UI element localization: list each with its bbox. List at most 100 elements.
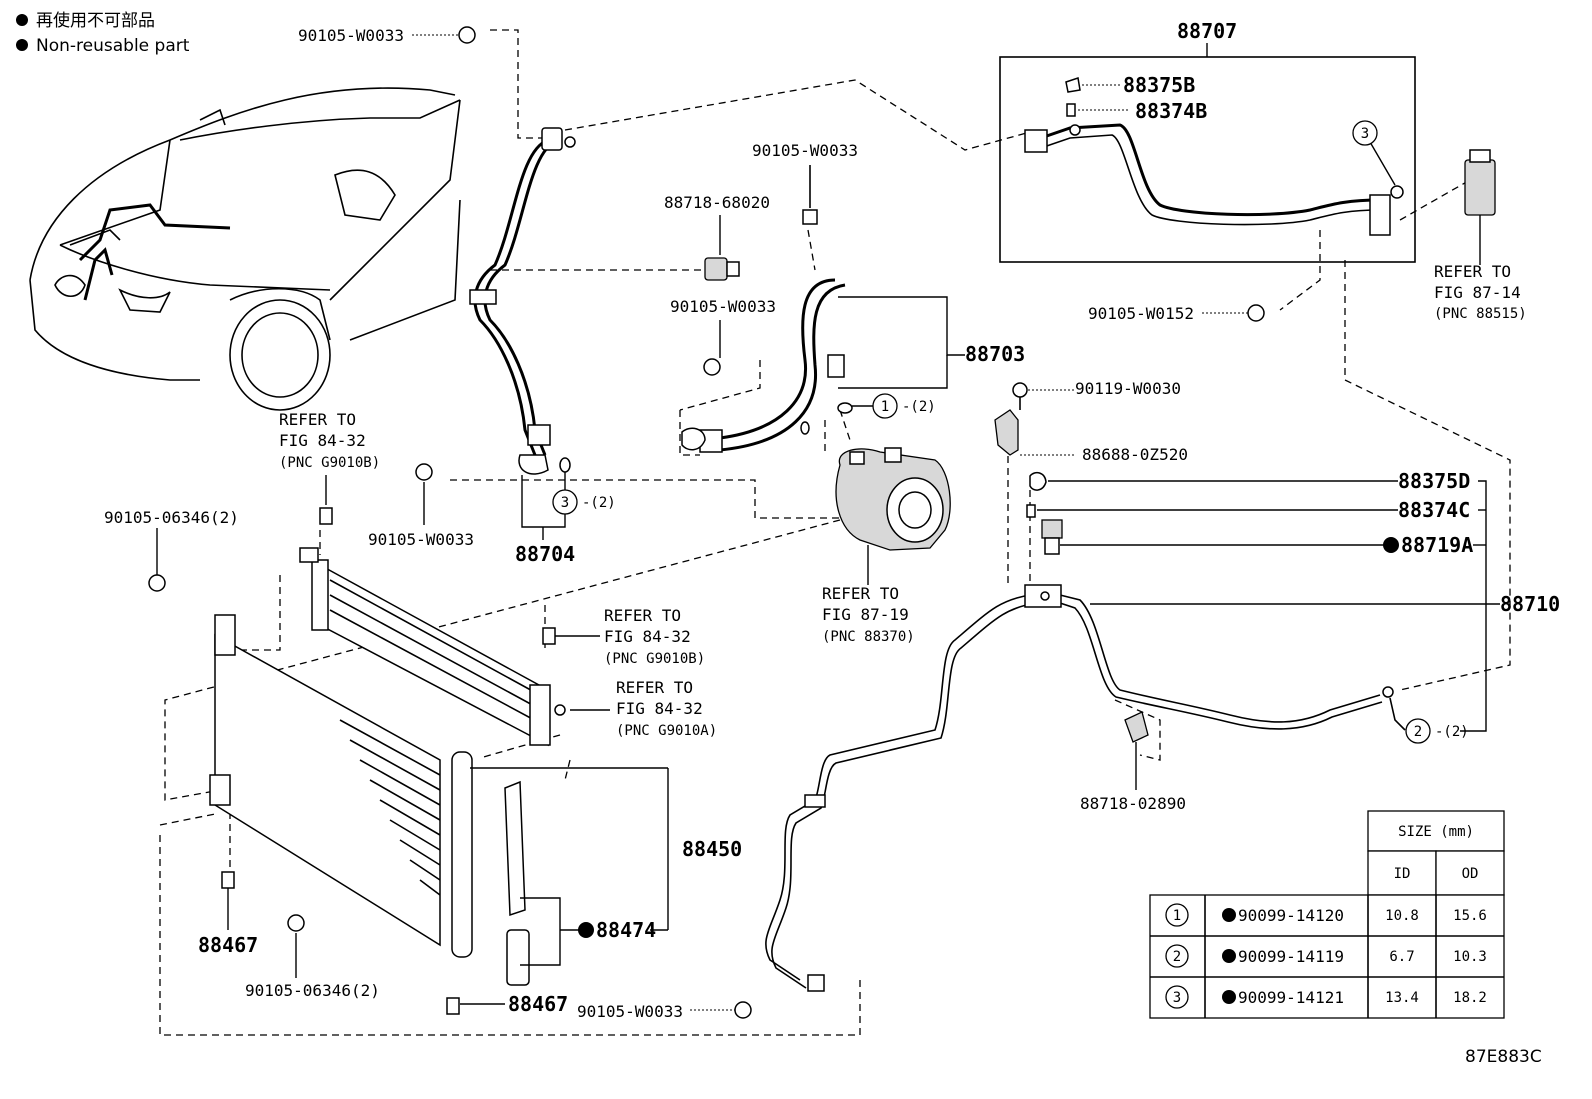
non-reusable-bullet-icon (578, 922, 594, 938)
bolt-icon (148, 574, 166, 592)
o-ring-marker-1-text: 1 (881, 399, 889, 415)
size-row-od: 10.3 (1453, 949, 1487, 965)
compressor (835, 447, 951, 585)
size-row-part-number: 90099-14121 (1238, 988, 1344, 1007)
part-number-88688-0z520: 88688-0Z520 (1082, 445, 1188, 464)
size-table-row: 1 90099-14120 10.8 15.6 (1165, 903, 1487, 927)
part-number-90105-w0033: 90105-W0033 (298, 26, 404, 45)
refer-note-line: (PNC 88515) (1434, 306, 1527, 322)
part-88718-68020-icon (704, 215, 740, 281)
o-ring-marker-3-text: 3 (561, 495, 569, 511)
refer-notes: REFER TO FIG 84-32 (PNC G9010B) REFER TO… (279, 262, 1527, 739)
o-ring-marker-2 (1405, 718, 1431, 744)
non-reusable-bullet-icon (1222, 949, 1236, 963)
part-labels: 88707 88375B 88374B 90105-W0033 90105-W0… (104, 19, 1560, 1021)
bolt-icon (1247, 304, 1265, 322)
part-number-90105-w0033: 90105-W0033 (368, 530, 474, 549)
non-reusable-bullet-icon (16, 39, 28, 51)
refer-note-line: REFER TO (616, 678, 693, 697)
part-number-88704: 88704 (515, 542, 575, 566)
size-row-od: 18.2 (1453, 990, 1487, 1006)
size-table-col-od: OD (1462, 866, 1479, 882)
right-column-parts (1026, 471, 1500, 732)
non-reusable-bullet-icon (1222, 990, 1236, 1004)
part-number-88718-02890: 88718-02890 (1080, 794, 1186, 813)
part-number-88703: 88703 (965, 342, 1025, 366)
bolt-icon (287, 914, 305, 932)
clip-icon (319, 507, 333, 525)
size-row-id: 13.4 (1385, 990, 1419, 1006)
refer-note-line: REFER TO (822, 584, 899, 603)
size-row-number: 2 (1173, 949, 1181, 965)
part-number-88718-68020: 88718-68020 (664, 193, 770, 212)
part-number-88710: 88710 (1500, 592, 1560, 616)
refer-note-line: FIG 87-14 (1434, 283, 1521, 302)
part-number-90105-w0033: 90105-W0033 (670, 297, 776, 316)
refer-note-line: (PNC G9010A) (616, 723, 717, 739)
part-number-90105-06346: 90105-06346(2) (104, 508, 239, 527)
o-ring-qty: -(2) (1435, 724, 1469, 740)
refer-note-line: FIG 84-32 (279, 431, 366, 450)
refer-note-line: (PNC 88370) (822, 629, 915, 645)
clip-icon (542, 627, 556, 645)
refer-note-line: FIG 84-32 (604, 627, 691, 646)
part-number-88707: 88707 (1177, 19, 1237, 43)
o-ring-marker-3-top-text: 3 (1361, 126, 1369, 142)
tube-88710 (765, 584, 1406, 992)
part-number-90105-w0033: 90105-W0033 (752, 141, 858, 160)
size-table-title: SIZE (mm) (1398, 824, 1474, 840)
refer-note-line: (PNC G9010B) (279, 455, 380, 471)
o-ring-qty: -(2) (902, 399, 936, 415)
part-number-90105-06346: 90105-06346(2) (245, 981, 380, 1000)
clip-icon (221, 871, 235, 889)
size-table-row: 2 90099-14119 6.7 10.3 (1165, 944, 1487, 968)
non-reusable-bullet-icon (16, 14, 28, 26)
expansion-valve (1464, 149, 1496, 265)
part-number-88719a: 88719A (1401, 533, 1473, 557)
figure-code: 87E883C (1465, 1047, 1542, 1067)
size-row-od: 15.6 (1453, 908, 1487, 924)
size-row-part-number: 90099-14120 (1238, 906, 1344, 925)
size-table-row: 3 90099-14121 13.4 18.2 (1165, 985, 1487, 1009)
part-number-88467: 88467 (508, 992, 568, 1016)
refer-note-line: FIG 84-32 (616, 699, 703, 718)
o-ring-qty: -(2) (582, 495, 616, 511)
size-row-part-number: 90099-14119 (1238, 947, 1344, 966)
part-number-88374c: 88374C (1398, 498, 1470, 522)
legend-english: Non-reusable part (36, 36, 190, 56)
part-number-88375b: 88375B (1123, 73, 1195, 97)
refer-note-line: (PNC G9010B) (604, 651, 705, 667)
size-row-id: 10.8 (1385, 908, 1419, 924)
refer-note-line: FIG 87-19 (822, 605, 909, 624)
o-ring-marker-3-top (1352, 120, 1378, 146)
part-number-88474: 88474 (596, 918, 656, 942)
clip-icon (446, 997, 460, 1015)
part-number-90119-w0030: 90119-W0030 (1075, 379, 1181, 398)
bracket-88688-0z520 (994, 382, 1075, 456)
refer-note-line: REFER TO (279, 410, 356, 429)
o-ring-marker-2-text: 2 (1414, 724, 1422, 740)
part-number-90105-w0033: 90105-W0033 (577, 1002, 683, 1021)
part-88707-group (999, 43, 1416, 263)
hose-88703 (681, 278, 965, 453)
bolt-icon (802, 209, 818, 225)
bolt-icon (458, 26, 476, 44)
non-reusable-bullet-icon (1222, 908, 1236, 922)
condenser-88450 (209, 547, 669, 986)
vehicle-outline (29, 87, 461, 411)
legend: 再使用不可部品 Non-reusable part (16, 10, 190, 56)
o-ring-markers: 1 -(2) 3 -(2) 3 2 -(2) (521, 120, 1469, 744)
bolt-icon (703, 358, 721, 376)
size-table-col-id: ID (1394, 866, 1411, 882)
size-row-number: 1 (1173, 908, 1181, 924)
size-row-id: 6.7 (1389, 949, 1414, 965)
legend-japanese: 再使用不可部品 (36, 10, 155, 31)
bolt-icon (734, 1001, 752, 1019)
bolt-icon (415, 463, 433, 481)
refer-note-line: REFER TO (1434, 262, 1511, 281)
non-reusable-bullet-icon (1383, 537, 1399, 553)
part-number-88374b: 88374B (1135, 99, 1207, 123)
size-row-number: 3 (1173, 990, 1181, 1006)
